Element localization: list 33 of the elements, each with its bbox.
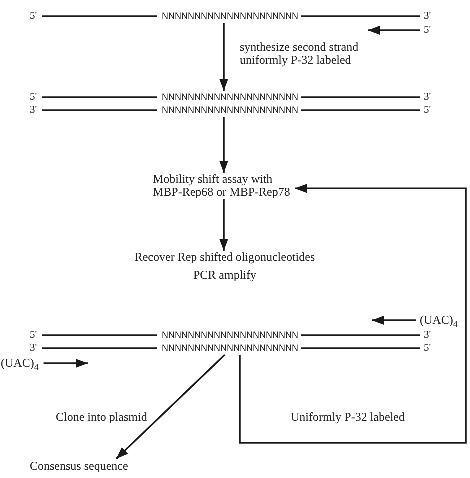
- arrow: [220, 23, 228, 91]
- arrow: [116, 354, 226, 460]
- edge-label: Uniformly P-32 labeled: [291, 411, 405, 424]
- strand-end-label: 3': [424, 91, 432, 104]
- primer-label: (UAC)$_{4}$: [1, 357, 39, 370]
- arrow: [220, 117, 228, 173]
- strand-end-label: 5': [30, 91, 38, 104]
- random-sequence-text: NNNNNNNNNNNNNNNNNNNNN: [162, 91, 298, 104]
- primer-label: (UAC)$_{4}$: [420, 314, 458, 327]
- step-text: Mobility shift assay with MBP-Rep68 or MBP-Rep78: [153, 173, 292, 199]
- arrow: [239, 184, 467, 444]
- arrow: [368, 26, 420, 35]
- strand-end-label: 5': [30, 329, 38, 342]
- strand-end-label: 3': [424, 10, 432, 23]
- random-sequence-text: NNNNNNNNNNNNNNNNNNNNN: [162, 342, 298, 355]
- arrow: [44, 359, 88, 368]
- random-sequence-text: NNNNNNNNNNNNNNNNNNNNN: [162, 104, 298, 117]
- strand-end-label: 5': [424, 24, 432, 37]
- strand-end-label: 3': [424, 329, 432, 342]
- strand-end-label: 5': [424, 104, 432, 117]
- step-text: Consensus sequence: [30, 460, 128, 473]
- arrow: [220, 199, 228, 251]
- strand-end-label: 5': [30, 10, 38, 23]
- step-text: Recover Rep shifted oligonucleotides: [134, 251, 316, 264]
- edge-label: synthesize second strand uniformly P-32 labeled: [240, 41, 360, 67]
- edge-label: Clone into plasmid: [56, 411, 148, 424]
- strand-end-label: 3': [30, 342, 38, 355]
- strand-end-label: 5': [424, 342, 432, 355]
- random-sequence-text: NNNNNNNNNNNNNNNNNNNNN: [162, 10, 298, 23]
- random-sequence-text: NNNNNNNNNNNNNNNNNNNNN: [162, 329, 298, 342]
- strand-end-label: 3': [30, 104, 38, 117]
- arrow: [372, 316, 416, 325]
- step-text: PCR amplify: [193, 269, 256, 282]
